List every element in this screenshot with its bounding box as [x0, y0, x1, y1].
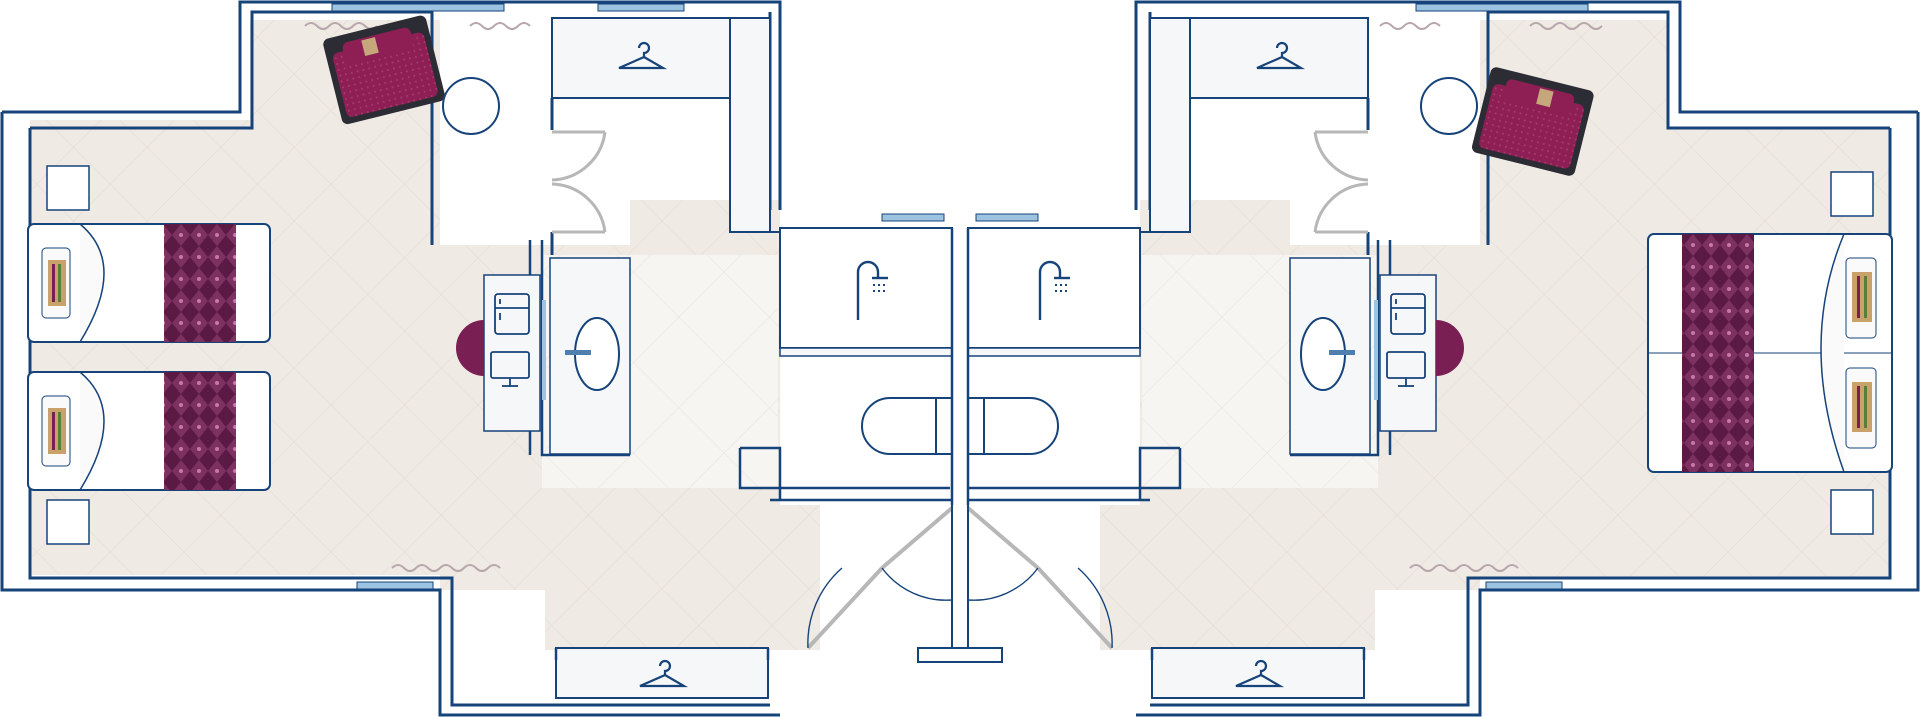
door-icon[interactable] — [551, 130, 607, 182]
armchair-icon[interactable] — [322, 14, 446, 125]
tv-icon — [490, 351, 530, 387]
room-left-floor — [30, 20, 820, 650]
door-icon[interactable] — [966, 506, 1040, 570]
room-right-outer-wall — [1134, 0, 1918, 210]
party-wall — [917, 228, 1003, 663]
window-icon — [881, 213, 945, 222]
nightstand[interactable] — [46, 165, 90, 211]
side-table-icon[interactable] — [442, 77, 500, 135]
window-icon — [1485, 581, 1563, 590]
shower-icon — [1038, 260, 1070, 320]
desk — [1379, 274, 1437, 432]
window-icon — [356, 581, 434, 590]
window-icon — [1415, 3, 1589, 12]
door-icon[interactable] — [806, 566, 884, 650]
door-icon[interactable] — [1036, 566, 1114, 650]
hanger-icon — [618, 41, 668, 70]
window-icon — [975, 213, 1039, 222]
side-table-icon[interactable] — [1420, 77, 1478, 135]
curtain — [304, 22, 378, 30]
room-right-floor — [1100, 20, 1890, 650]
tv-icon — [1386, 351, 1426, 387]
door-icon[interactable] — [880, 506, 954, 570]
room-right — [966, 0, 1920, 717]
bed-icon[interactable] — [1647, 233, 1893, 473]
room-left-outer-wall — [2, 0, 782, 210]
curtain — [1409, 564, 1519, 572]
bed-icon[interactable] — [27, 371, 271, 491]
wardrobe[interactable] — [555, 647, 769, 699]
door-icon[interactable] — [1313, 130, 1369, 182]
nightstand[interactable] — [46, 499, 90, 545]
nightstand[interactable] — [1830, 171, 1874, 217]
shower-icon — [856, 260, 888, 320]
hanger-icon — [1235, 659, 1285, 688]
shower[interactable] — [967, 227, 1141, 349]
shower[interactable] — [779, 227, 953, 349]
curtain — [391, 564, 501, 572]
fridge-icon — [1390, 293, 1426, 335]
armchair-icon[interactable] — [1471, 66, 1595, 177]
fridge-icon — [494, 293, 530, 335]
toilet-icon[interactable] — [967, 397, 1059, 455]
toilet-icon[interactable] — [861, 397, 953, 455]
wardrobe[interactable] — [1151, 647, 1365, 699]
room-left — [0, 0, 954, 717]
nightstand[interactable] — [1830, 489, 1874, 535]
curtain — [469, 22, 531, 30]
hanger-icon — [1256, 41, 1306, 70]
wardrobe[interactable] — [1189, 17, 1369, 99]
window-icon — [597, 3, 685, 12]
desk-chair[interactable] — [456, 320, 484, 376]
hanger-icon — [639, 659, 689, 688]
curtain — [1529, 22, 1603, 30]
window-icon — [331, 3, 505, 12]
curtain — [1379, 22, 1441, 30]
desk-chair[interactable] — [1436, 320, 1464, 376]
desk — [483, 274, 541, 432]
bed-icon[interactable] — [27, 223, 271, 343]
